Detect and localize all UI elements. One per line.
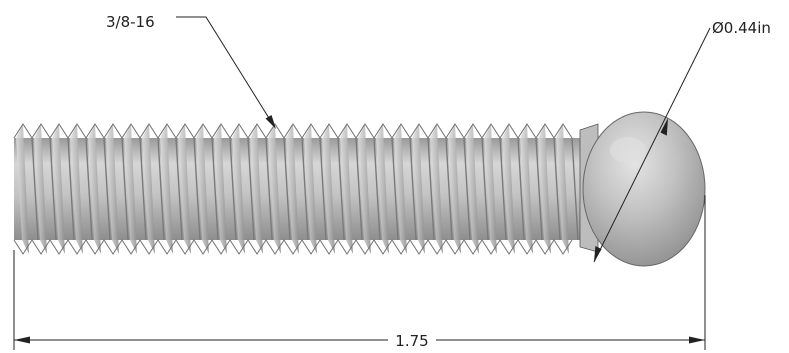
ball-highlight <box>610 137 646 163</box>
shaft-core <box>14 138 588 240</box>
thread-tooth <box>142 124 155 254</box>
thread-tooth <box>304 124 317 254</box>
thread-tooth <box>34 124 47 254</box>
diameter-arrow-top <box>660 118 668 136</box>
length-dimension: 1.75 <box>14 332 705 350</box>
thread-tooth <box>520 124 533 254</box>
thread-tooth <box>502 124 515 254</box>
threaded-shaft <box>13 123 588 255</box>
thread-tooth <box>484 124 497 254</box>
thread-tooth <box>358 124 371 254</box>
thread-tooth <box>268 124 281 254</box>
thread-leader-line <box>176 16 273 124</box>
thread-groove <box>337 137 345 241</box>
thread-groove <box>319 137 327 241</box>
diameter-leader-line <box>593 27 711 263</box>
ball-diameter-label: Ø0.44in <box>712 19 771 37</box>
thread-groove <box>67 137 75 241</box>
thread-teeth <box>16 124 579 254</box>
thread-tooth <box>340 124 353 254</box>
thread-groove <box>193 137 201 241</box>
thread-groove <box>391 137 399 241</box>
thread-groove <box>499 137 507 241</box>
thread-groove <box>445 137 453 241</box>
thread-tooth <box>448 124 461 254</box>
thread-outline <box>13 123 573 255</box>
thread-groove <box>355 137 363 241</box>
thread-callout-label: 3/8-16 <box>106 13 155 31</box>
thread-bottom-profile <box>13 239 573 255</box>
thread-groove <box>229 137 237 241</box>
diameter-callout: Ø0.44in <box>593 19 771 263</box>
thread-top-profile <box>13 123 573 139</box>
thread-groove <box>553 137 561 241</box>
thread-groove <box>481 137 489 241</box>
thread-groove <box>139 137 147 241</box>
diameter-arrow-bottom <box>594 246 602 262</box>
thread-tooth <box>160 124 173 254</box>
thread-tooth <box>124 124 137 254</box>
thread-groove <box>517 137 525 241</box>
thread-groove <box>157 137 165 241</box>
thread-groove <box>535 137 543 241</box>
thread-tooth <box>322 124 335 254</box>
thread-tooth <box>412 124 425 254</box>
ball-sphere <box>582 111 706 267</box>
thread-groove <box>31 137 39 241</box>
length-arrow-right <box>689 336 705 344</box>
thread-tooth <box>16 124 29 254</box>
overall-length-label: 1.75 <box>395 332 428 350</box>
thread-groove <box>121 137 129 241</box>
thread-tooth <box>286 124 299 254</box>
thread-tooth <box>466 124 479 254</box>
thread-groove <box>283 137 291 241</box>
thread-tooth <box>88 124 101 254</box>
thread-tooth <box>250 124 263 254</box>
thread-groove <box>211 137 219 241</box>
thread-groove <box>301 137 309 241</box>
thread-groove <box>175 137 183 241</box>
thread-groove <box>247 137 255 241</box>
thread-tooth <box>106 124 119 254</box>
ball-end <box>582 111 706 267</box>
thread-groove <box>265 137 273 241</box>
thread-tooth <box>70 124 83 254</box>
thread-tooth <box>538 124 551 254</box>
thread-tooth <box>52 124 65 254</box>
thread-callout: 3/8-16 <box>106 13 276 129</box>
thread-groove <box>373 137 381 241</box>
thread-tooth <box>214 124 227 254</box>
thread-tooth <box>376 124 389 254</box>
thread-leader-arrow <box>265 115 276 129</box>
thread-tooth <box>394 124 407 254</box>
thread-groove <box>409 137 417 241</box>
thread-tooth <box>556 124 569 254</box>
thread-tooth <box>232 124 245 254</box>
thread-groove <box>85 137 93 241</box>
length-arrow-left <box>14 336 30 344</box>
thread-groove <box>103 137 111 241</box>
thread-groove <box>571 137 579 241</box>
thread-groove <box>427 137 435 241</box>
thread-groove <box>463 137 471 241</box>
thread-tooth <box>430 124 443 254</box>
thread-tooth <box>196 124 209 254</box>
thread-groove <box>49 137 57 241</box>
thread-tooth <box>178 124 191 254</box>
